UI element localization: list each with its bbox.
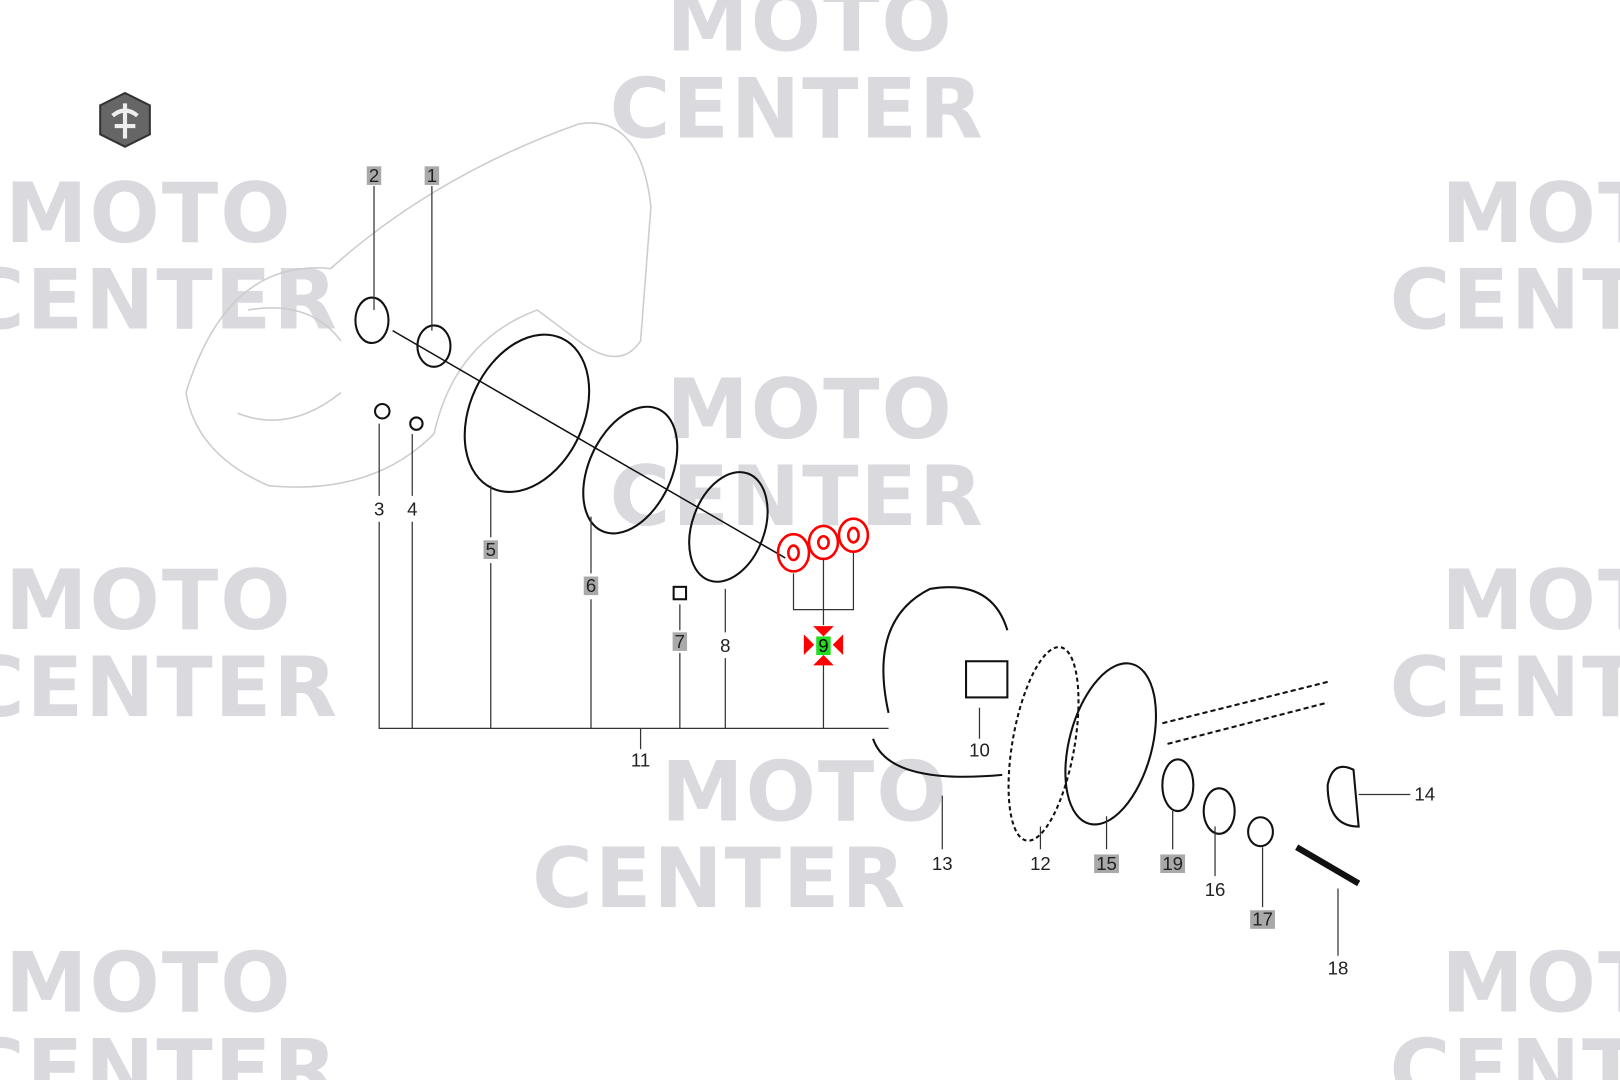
axis-line	[392, 329, 786, 559]
part-label-6[interactable]: 6	[583, 576, 599, 596]
part-19-washer	[1161, 758, 1195, 813]
watermark-line: CENTER	[532, 830, 908, 927]
brand-shield-logo	[99, 91, 151, 148]
part-label-18[interactable]: 18	[1327, 957, 1349, 979]
part-10-pulley-half	[882, 586, 1009, 714]
part-12-ring-gear	[1007, 646, 1080, 842]
part-label-5[interactable]: 5	[483, 540, 499, 559]
part-8-ramp-plate	[688, 471, 769, 583]
part-7-slider	[672, 585, 688, 601]
part-label-1[interactable]: 1	[424, 166, 440, 185]
part-label-11[interactable]: 11	[630, 750, 651, 771]
part-label-12[interactable]: 12	[1030, 853, 1051, 875]
part-label-7[interactable]: 7	[672, 632, 688, 651]
part-3-screw	[374, 402, 391, 420]
engine-case-outline	[185, 122, 652, 488]
part-6-oring	[582, 405, 679, 535]
part-16-gear	[1202, 787, 1236, 835]
part-4-nut	[409, 416, 424, 431]
part-label-3[interactable]: 3	[374, 499, 385, 520]
part-label-10[interactable]: 10	[969, 739, 990, 761]
part-5-cover	[463, 333, 591, 493]
part-label-17[interactable]: 17	[1250, 910, 1275, 929]
part-10-bushing	[965, 660, 1009, 699]
part-label-15[interactable]: 15	[1094, 854, 1119, 874]
part-label-19[interactable]: 19	[1160, 854, 1186, 874]
leader-lines	[373, 185, 1411, 956]
part-label-2[interactable]: 2	[366, 166, 382, 185]
part-label-9-selected[interactable]: 9	[816, 636, 831, 656]
selection-marker-arrows	[803, 626, 844, 666]
part-15-fan-pulley	[1064, 662, 1158, 826]
part-13-belt	[872, 738, 1003, 778]
part-label-8[interactable]: 8	[720, 635, 731, 657]
belt-upper	[1162, 680, 1328, 745]
part-2-bearing	[354, 296, 390, 345]
part-label-14[interactable]: 14	[1414, 784, 1436, 805]
part-17-bush	[1247, 816, 1274, 848]
part-18-shaft	[1295, 844, 1361, 887]
watermark-line: MOTO	[661, 743, 949, 840]
part-label-13[interactable]: 13	[931, 853, 953, 875]
part-1-bushing	[416, 324, 452, 368]
part-label-16[interactable]: 16	[1204, 879, 1226, 900]
part-14-gasket	[1326, 765, 1360, 828]
part-label-4[interactable]: 4	[407, 499, 418, 520]
